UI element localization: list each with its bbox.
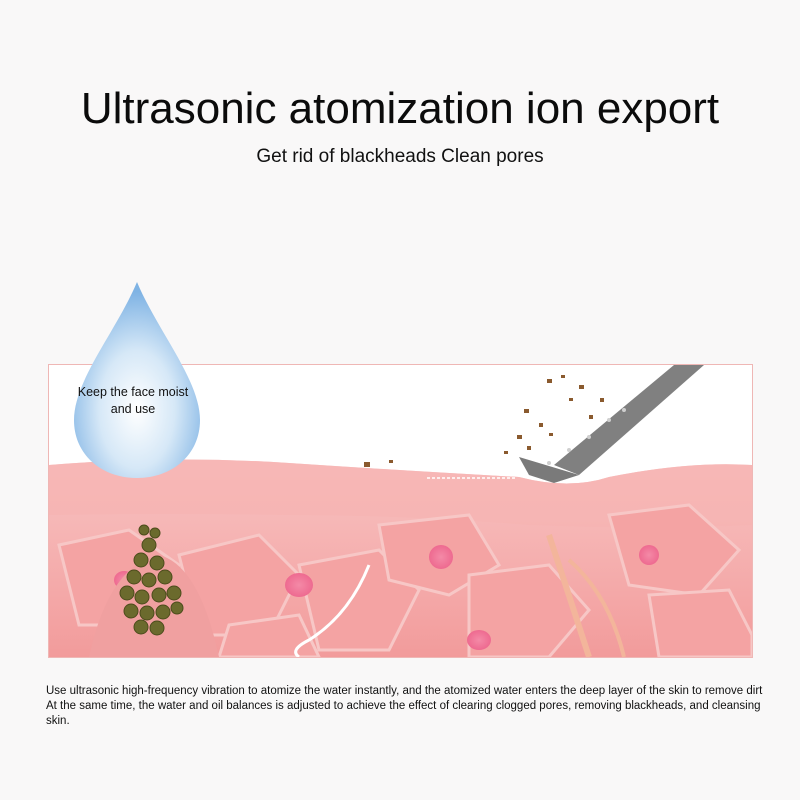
description-line-1: Use ultrasonic high-frequency vibration … [46, 685, 763, 697]
drop-label: Keep the face moist and use [77, 385, 189, 416]
page-subtitle: Get rid of blackheads Clean pores [256, 146, 544, 167]
description-text: Use ultrasonic high-frequency vibration … [46, 684, 766, 729]
description-line-2: At the same time, the water and oil bala… [46, 700, 761, 727]
water-drop-icon [74, 282, 200, 478]
page-title: Ultrasonic atomization ion export [80, 84, 720, 133]
